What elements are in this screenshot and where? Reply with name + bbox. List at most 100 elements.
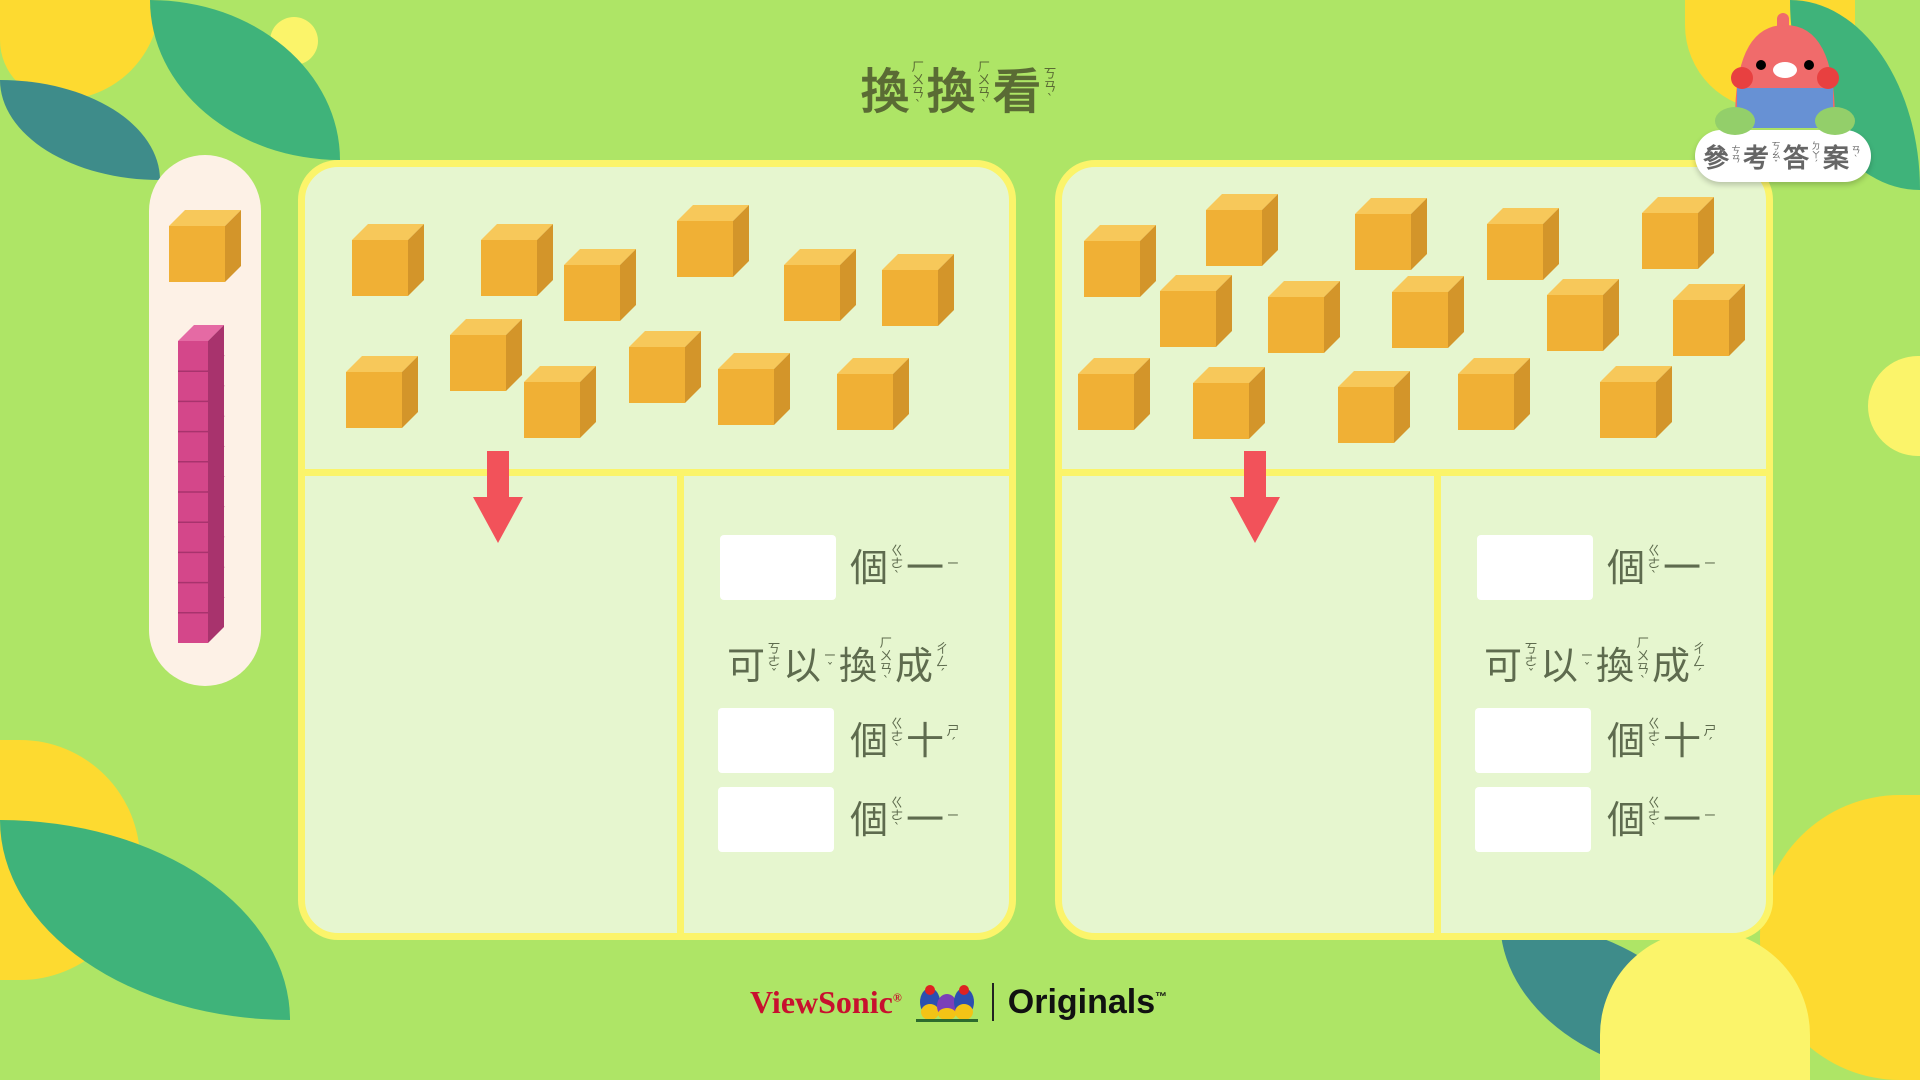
char: 成 <box>1652 644 1691 688</box>
zhuyin: ㄧˇ <box>1580 648 1594 677</box>
key-graphics <box>169 210 241 643</box>
zhuyin: ㄏㄨㄢˋ <box>977 60 991 114</box>
char: 換 <box>1596 644 1635 688</box>
unit-cube <box>481 224 553 296</box>
zhuyin: ㄢˋ <box>1851 146 1861 165</box>
char: 案 <box>1823 143 1850 174</box>
char: 換 <box>839 644 878 688</box>
zhuyin-char: 參ㄘㄢ <box>1703 138 1743 175</box>
zhuyin-char: 一ㄧ <box>1663 537 1719 592</box>
zhuyin-char: 個ㄍㄜˋ <box>850 789 906 844</box>
zhuyin: ㄔㄥˊ <box>935 642 949 683</box>
char: 個 <box>1607 798 1646 842</box>
tens-result-input[interactable] <box>718 708 834 773</box>
zhuyin-char: 以ㄧˇ <box>1540 635 1596 690</box>
unit-cube <box>1600 366 1672 438</box>
zhuyin-char: 考ㄎㄠˇ <box>1743 138 1783 175</box>
zhuyin: ㄍㄜˋ <box>890 544 904 585</box>
unit-cube <box>1206 194 1278 266</box>
zhuyin-char: 一ㄧ <box>906 789 962 844</box>
unit-cube <box>346 356 418 428</box>
zhuyin-char: 十ㄕˊ <box>906 710 962 765</box>
zhuyin-char: 個ㄍㄜˋ <box>850 710 906 765</box>
zhuyin-char: 可ㄎㄜˇ <box>1484 635 1540 690</box>
char: 個 <box>850 719 889 763</box>
ones-count-input[interactable] <box>1477 535 1593 600</box>
zhuyin-char: 看ㄎㄢˋ <box>993 52 1059 122</box>
cubes-area <box>1078 194 1745 443</box>
char: 參 <box>1702 143 1729 174</box>
ones-count-input[interactable] <box>720 535 836 600</box>
unit-cube <box>564 249 636 321</box>
char: 以 <box>1540 644 1579 688</box>
ones-result-input[interactable] <box>718 787 834 852</box>
zhuyin: ㄕˊ <box>946 723 960 752</box>
char: 十 <box>906 719 945 763</box>
unit-cube <box>629 331 701 403</box>
arrow-down-icon <box>1230 451 1280 543</box>
char: 一 <box>906 546 945 590</box>
char: 十 <box>1663 719 1702 763</box>
ones-result-input[interactable] <box>1475 787 1591 852</box>
cubes-area <box>346 205 954 438</box>
ten-rod-icon <box>178 325 225 643</box>
zhuyin: ㄧ <box>1703 557 1717 572</box>
zhuyin: ㄧˇ <box>823 648 837 677</box>
zhuyin: ㄎㄜˇ <box>767 642 781 683</box>
zhuyin: ㄍㄜˋ <box>890 796 904 837</box>
unit-cube <box>882 254 954 326</box>
char: 個 <box>850 798 889 842</box>
zhuyin-char: 案ㄢˋ <box>1823 138 1863 175</box>
zhuyin: ㄔㄥˊ <box>1692 642 1706 683</box>
vertical-divider <box>1434 469 1441 933</box>
vertical-divider <box>677 469 684 933</box>
zhuyin: ㄧ <box>946 809 960 824</box>
char: 換 <box>860 64 909 120</box>
char: 個 <box>1607 719 1646 763</box>
originals-text: Originals™ <box>1008 983 1167 1022</box>
zhuyin-char: 個ㄍㄜˋ <box>850 537 906 592</box>
zhuyin-char: 一ㄧ <box>1663 789 1719 844</box>
zhuyin-char: 可ㄎㄜˇ <box>727 635 783 690</box>
zhuyin: ㄏㄨㄢˋ <box>911 60 925 114</box>
tens-result-input[interactable] <box>1475 708 1591 773</box>
char: 考 <box>1742 143 1769 174</box>
char: 換 <box>926 64 975 120</box>
zhuyin: ㄘㄢ <box>1731 146 1741 165</box>
zhuyin: ㄎㄠˇ <box>1771 141 1781 170</box>
originals-label: Originals <box>1007 982 1156 1021</box>
unit-cube <box>1084 225 1156 297</box>
char: 以 <box>783 644 822 688</box>
zhuyin: ㄍㄜˋ <box>1647 717 1661 758</box>
char: 答 <box>1783 143 1810 174</box>
unit-cube-icon <box>169 210 241 282</box>
viewsonic-logo: ViewSonic® <box>750 984 902 1021</box>
unit-cube <box>1673 284 1745 356</box>
zhuyin: ㄏㄨㄢˋ <box>879 635 893 690</box>
footer-divider <box>991 983 994 1021</box>
zhuyin: ㄕˊ <box>1703 723 1717 752</box>
zhuyin: ㄉㄚˊ <box>1811 141 1821 170</box>
unit-cube <box>1355 198 1427 270</box>
unit-cube <box>1487 208 1559 280</box>
unit-cube <box>718 353 790 425</box>
char: 看 <box>993 64 1042 120</box>
char: 個 <box>1607 546 1646 590</box>
unit-cube <box>450 319 522 391</box>
zhuyin-char: 換ㄏㄨㄢˋ <box>927 52 993 122</box>
zhuyin: ㄍㄜˋ <box>1647 796 1661 837</box>
unit-cube <box>1338 371 1410 443</box>
zhuyin: ㄧ <box>1703 809 1717 824</box>
char: 一 <box>1663 546 1702 590</box>
zhuyin: ㄍㄜˋ <box>1647 544 1661 585</box>
zhuyin: ㄎㄢˋ <box>1043 66 1057 108</box>
zhuyin-char: 個ㄍㄜˋ <box>1607 789 1663 844</box>
